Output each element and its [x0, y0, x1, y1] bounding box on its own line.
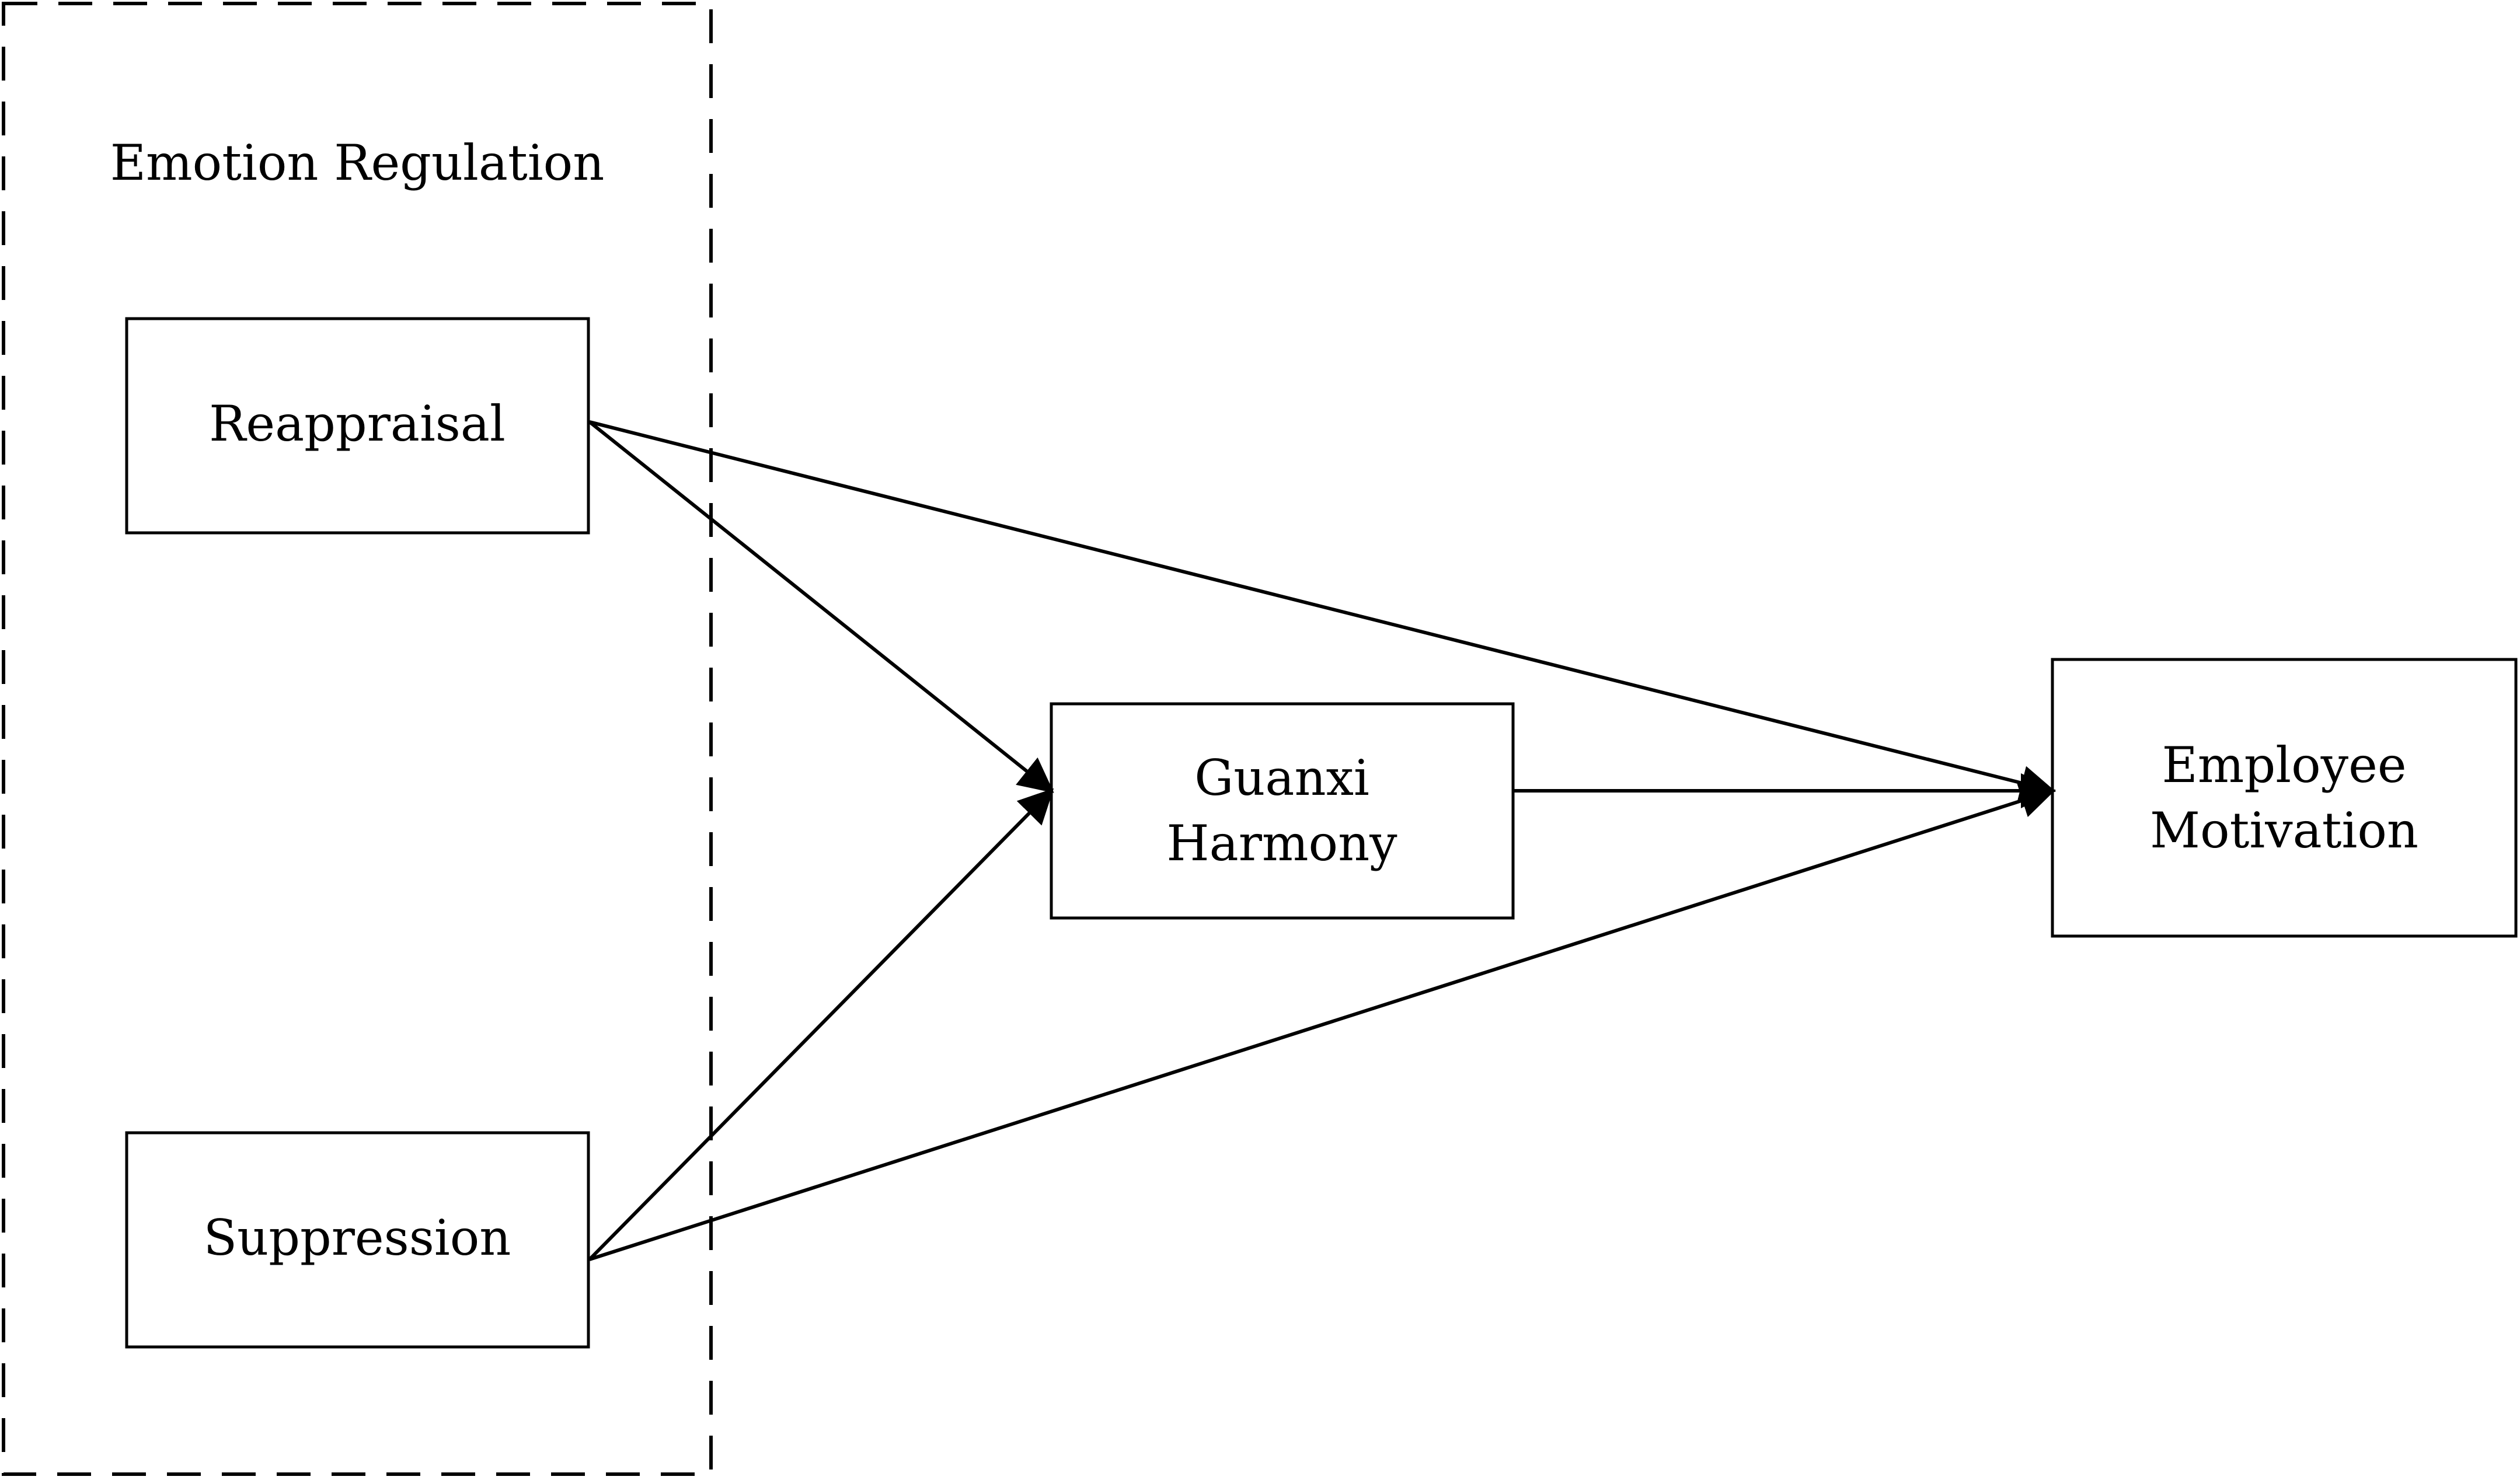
arrow-reappraisal-to-motivation [589, 420, 2056, 800]
employee-motivation-box [2051, 658, 2518, 938]
emotion-regulation-group [2, 2, 713, 1476]
reappraisal-label: Reappraisal [209, 395, 506, 452]
employee-motivation-label-line2: Motivation [2150, 802, 2418, 859]
arrow-suppression-to-motivation [589, 783, 2056, 1261]
guanxi-harmony-label-line2: Harmony [1166, 815, 1397, 872]
reappraisal-box [125, 317, 590, 535]
guanxi-harmony-box [1050, 702, 1515, 920]
arrow-suppression-to-guanxi [588, 788, 1054, 1261]
suppression-label: Suppression [204, 1209, 511, 1266]
group-label: Emotion Regulation [110, 134, 605, 191]
arrow-reappraisal-to-guanxi [588, 420, 1054, 793]
guanxi-harmony-label-line1: Guanxi [1194, 749, 1369, 807]
suppression-box [125, 1131, 590, 1349]
employee-motivation-label-line1: Employee [2162, 736, 2406, 794]
